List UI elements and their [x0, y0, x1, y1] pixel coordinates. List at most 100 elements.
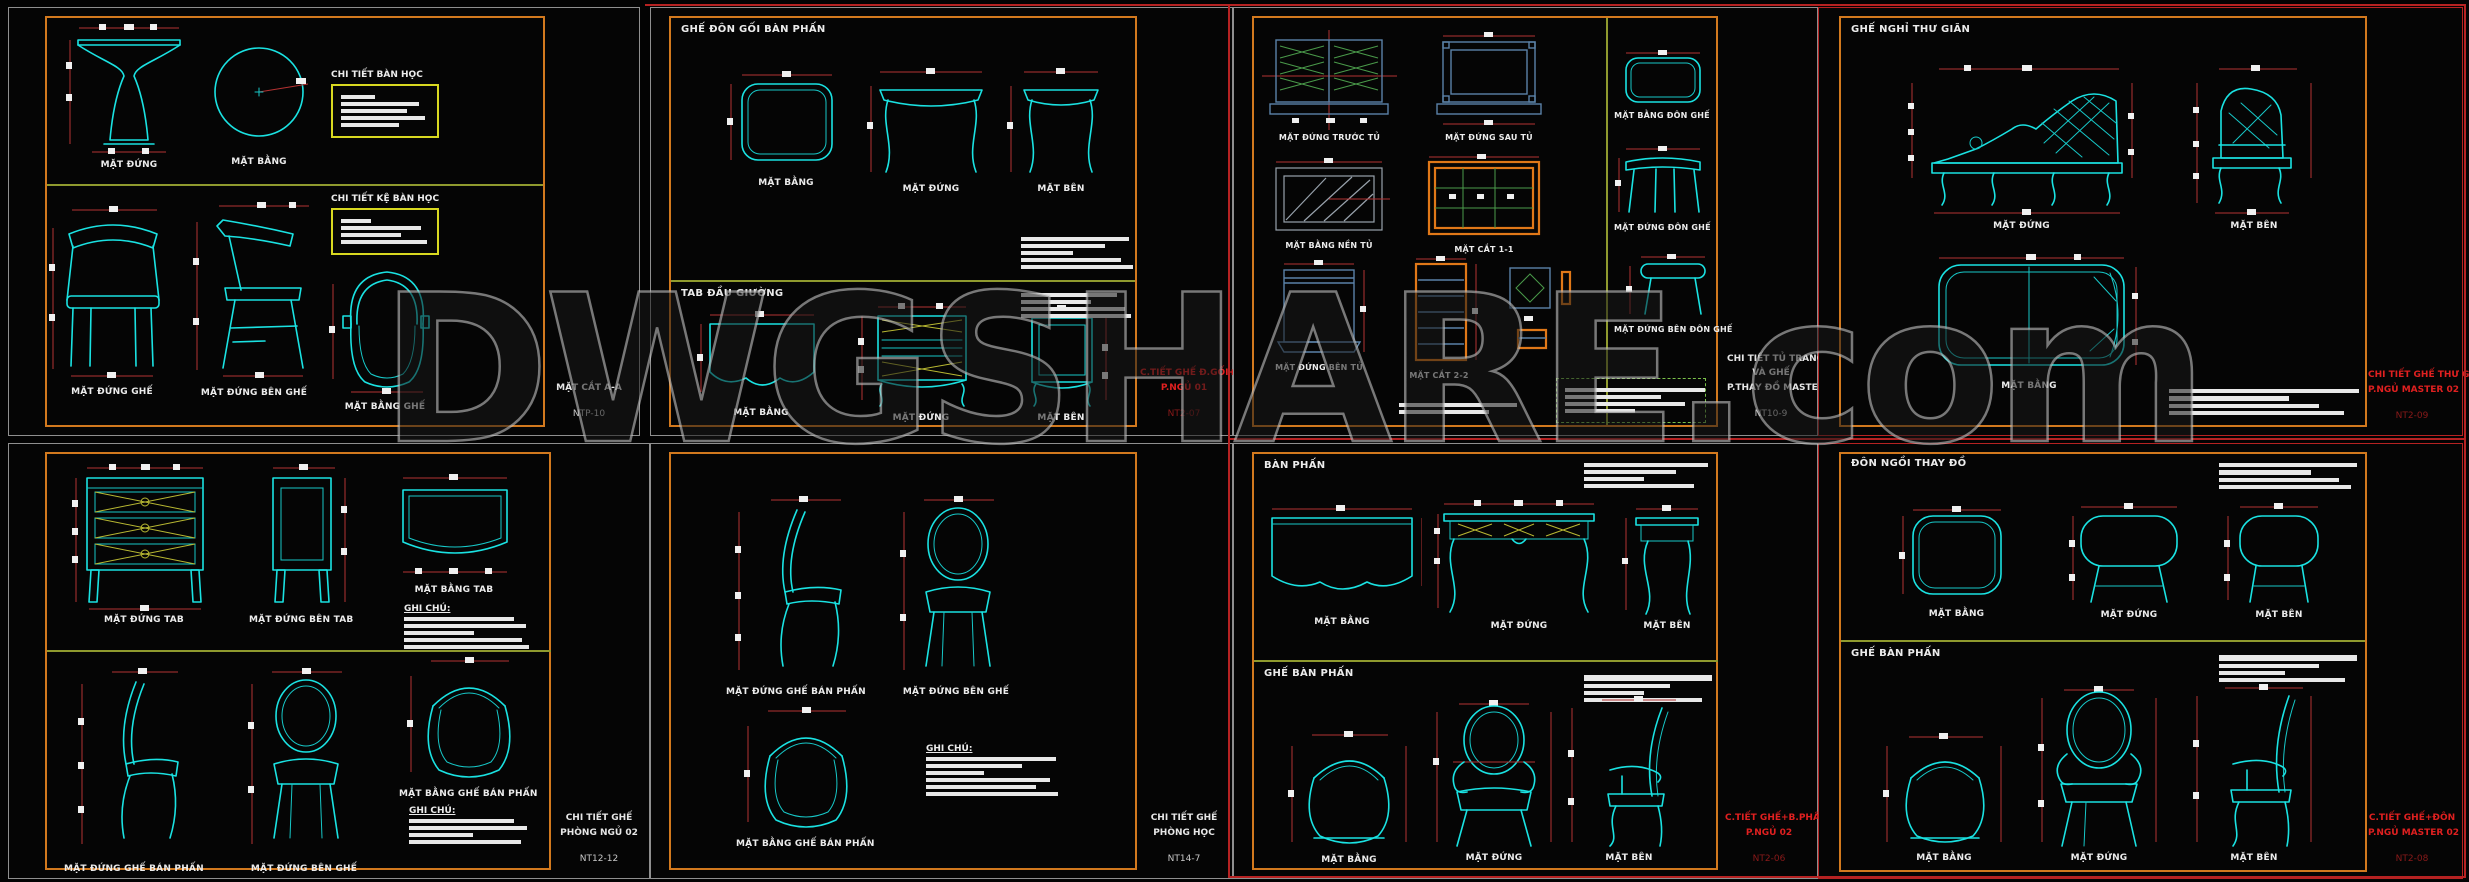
sheet-title: MẶT CẮT A-A: [556, 382, 622, 393]
drawing-table-plan-circle: [214, 47, 309, 137]
sheet-ghe-don-tab-dau-giuong: GHẾ ĐÔN GỐI BÀN PHẤN TAB ĐẦU GIƯỜNG MẶT …: [650, 7, 1256, 436]
sheet-ghe-phong-hoc: MẶT ĐỨNG GHẾ BÁN PHẤN MẶT ĐỨNG BÊN GHẾ: [650, 443, 1233, 879]
notes-bars-2: [1021, 290, 1133, 321]
drawing-vanity-plan: [1271, 505, 1422, 590]
view-chair-plan: MẶT BẰNG: [1879, 732, 2009, 863]
notes-title: GHI CHÚ:: [926, 744, 973, 754]
view-chair-plan: MẶT BẰNG GHẾ: [325, 254, 445, 412]
drawing-don-plan: [1625, 50, 1701, 103]
sheet-frame: [1839, 16, 2367, 427]
view-chaise-side: MẶT BÊN: [2189, 63, 2319, 231]
title-block: CHI TIẾT GHẾ PHÒNG HỌC NT14-7: [1140, 811, 1228, 864]
drawing-vanity-front: [1434, 500, 1595, 613]
leader-note-bars: [1399, 400, 1519, 417]
note-text-bars: [341, 219, 429, 244]
section-divider: [1254, 660, 1718, 662]
view-label: MẶT ĐỨNG GHẾ BÁN PHẤN: [64, 864, 204, 874]
drawing-chaise-plan: [1938, 254, 2138, 366]
view-table-side: MẶT BÊN: [1622, 504, 1712, 631]
section-divider: [1841, 640, 2365, 642]
border-line-bottom: [1228, 876, 2466, 878]
section-title-2: GHẾ BÀN PHẤN: [1264, 668, 1354, 679]
border-line-left: [1228, 4, 1230, 878]
sheet-title: C.TIẾT GHẾ Đ.GỐI+TAB: [1140, 368, 1256, 379]
view-label: MẶT BẰNG GHẾ BÁN PHẤN: [736, 839, 875, 849]
view-chair-plan: MẶT BẰNG GHẾ BÁN PHẤN: [736, 706, 875, 849]
view-label: MẶT BÊN: [2230, 853, 2278, 863]
notes-title: GHI CHÚ:: [404, 604, 451, 614]
sheet-title: C.TIẾT GHẾ+ĐÔN: [2368, 813, 2456, 824]
view-label: MẶT BÊN: [2230, 221, 2278, 231]
notes-bars-2: [2219, 652, 2361, 685]
view-label: MẶT BẰNG ĐÔN GHẾ: [1614, 111, 1710, 120]
note-title: CHI TIẾT BÀN HỌC: [331, 70, 423, 80]
view-label: MẶT BÊN: [1643, 621, 1691, 631]
view-label: MẶT ĐỨNG: [2100, 610, 2158, 620]
note-text-bars: [341, 95, 429, 127]
section-title: BÀN PHẤN: [1264, 460, 1326, 471]
view-label: MẶT BẰNG: [1314, 617, 1370, 627]
view-stool-plan: MẶT BẰNG: [726, 70, 846, 188]
note-box-ke-ban-hoc: CHI TIẾT KỆ BÀN HỌC: [331, 194, 439, 255]
view-tab-plan: MẶT BẰNG TAB: [389, 472, 519, 595]
drawing-armchair-plan: [329, 271, 430, 394]
view-tab-plan: MẶT BẰNG: [696, 310, 826, 418]
title-block: MẶT CẮT A-A NTP-10: [545, 381, 633, 419]
drawing-stool-plan: [727, 71, 833, 161]
drawing-chair-front: [900, 496, 994, 670]
notes-bars: [1021, 234, 1133, 272]
sheet-number: NT2-07: [1167, 409, 1201, 419]
view-chair-side: MẶT BÊN: [2189, 682, 2319, 863]
border-line-top: [645, 4, 2466, 6]
view-label: MẶT BẰNG GHẾ: [344, 402, 426, 412]
sheet-tu-trang-suc: MẶT ĐỨNG TRƯỚC TỦ MẶT ĐỨNG SAU TỦ: [1233, 7, 1848, 436]
sheet-chi-tiet-ban-hoc: MẶT ĐỨNG MẶT BẰNG CHI TIẾT BÀN HỌC: [8, 7, 640, 436]
drawing-cabinet-side: [1276, 260, 1366, 353]
column-divider: [1606, 18, 1608, 425]
view-chair-front: MẶT ĐỨNG BÊN GHẾ: [244, 666, 364, 874]
view-chair-front: MẶT ĐỨNG GHẾ: [47, 204, 177, 397]
drawing-tab-plan: [697, 311, 815, 392]
view-chair-front: MẶT ĐỨNG: [2034, 684, 2164, 863]
view-label: MẶT BẰNG GHẾ BÁN PHẤN: [399, 789, 538, 799]
sheet-number: NT2-08: [2395, 854, 2429, 864]
view-label: MẶT BẰNG: [733, 408, 789, 418]
view-cabinet-plan: MẶT BẰNG NỀN TỦ: [1264, 158, 1394, 250]
view-label: MẶT ĐỨNG BÊN ĐÔN GHẾ: [1614, 325, 1733, 334]
view-label: MẶT ĐỨNG TRƯỚC TỦ: [1278, 133, 1381, 142]
drawing-chair-side: [1568, 696, 1676, 847]
sheet-title-2: P.NGỦ MASTER 02: [2368, 384, 2460, 395]
view-chair-side: MẶT BÊN: [1564, 694, 1694, 863]
view-label: MẶT BẰNG: [231, 157, 287, 167]
view-label: MẶT ĐỨNG BÊN GHẾ: [200, 388, 308, 398]
drawing-chaise-side: [2193, 65, 2312, 215]
view-label: MẶT ĐỨNG BÊN GHẾ: [902, 687, 1010, 697]
view-label: MẶT BẰNG: [1928, 609, 1985, 619]
sheet-number: NT12-12: [579, 854, 619, 864]
section-title-2: GHẾ BÀN PHẤN: [1851, 648, 1941, 659]
view-tab-front: MẶT ĐỨNG: [856, 302, 986, 423]
view-label: MẶT BÊN: [1037, 184, 1085, 194]
sheet-frame: [1252, 16, 1718, 427]
sheet-ghe-phong-ngu-02: MẶT ĐỨNG TAB MẶT ĐỨNG BÊN TAB MẶT BẰNG T…: [8, 443, 650, 879]
drawing-stool-side: [2224, 503, 2319, 603]
section-title: GHẾ NGHỈ THƯ GIÃN: [1851, 24, 1971, 35]
section-divider: [47, 650, 551, 652]
section-divider: [671, 280, 1135, 282]
view-label: MẶT ĐỨNG SAU TỦ: [1445, 133, 1533, 142]
sheet-title-2: PHÒNG HỌC: [1153, 827, 1215, 838]
view-label: MẶT BẰNG: [1321, 855, 1377, 865]
view-label: MẶT BẰNG: [758, 178, 814, 188]
view-stool-plan: MẶT BẰNG: [1899, 506, 2014, 619]
view-chair-front: MẶT ĐỨNG: [1429, 698, 1559, 863]
view-cut-1-1: MẶT CẮT 1-1: [1419, 154, 1549, 254]
view-label: MẶT ĐỨNG: [902, 184, 960, 194]
yellow-note-box: [331, 208, 439, 255]
view-table-front: MẶT ĐỨNG: [64, 22, 194, 170]
view-label: MẶT ĐỨNG: [1465, 853, 1523, 863]
view-tab-side: MẶT BÊN: [1006, 304, 1116, 423]
sheet-number: NT14-7: [1167, 854, 1201, 864]
view-stool-front: MẶT ĐỨNG: [2069, 502, 2189, 620]
sheet-title: CHI TIẾT GHẾ: [565, 813, 633, 824]
view-cabinet-side: MẶT ĐỨNG BÊN TỦ: [1264, 260, 1374, 372]
